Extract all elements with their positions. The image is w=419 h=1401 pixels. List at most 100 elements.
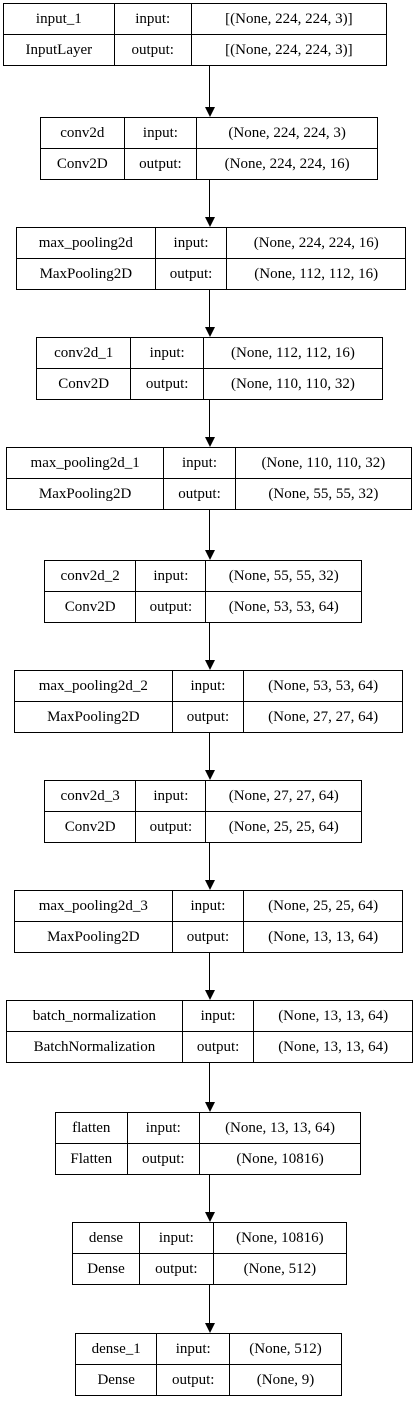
output-shape: (None, 13, 13, 64) <box>243 921 403 953</box>
arrow-head-icon <box>204 660 215 670</box>
output-shape: [(None, 224, 224, 3)] <box>190 34 388 66</box>
output-label: output: <box>163 478 236 510</box>
arrow-head-icon <box>204 990 215 1000</box>
input-label: input: <box>163 447 236 479</box>
output-label: output: <box>126 1143 201 1175</box>
connector-line <box>209 842 210 880</box>
output-label: output: <box>135 591 207 623</box>
layer-type: MaxPooling2D <box>16 258 156 290</box>
layer-type: Dense <box>72 1253 140 1285</box>
arrow-head-icon <box>204 217 215 227</box>
output-shape: (None, 13, 13, 64) <box>253 1031 413 1063</box>
connector-line <box>209 622 210 660</box>
layer-type: Conv2D <box>43 591 137 623</box>
output-label: output: <box>154 258 228 290</box>
input-label: input: <box>154 227 228 259</box>
layer-type: MaxPooling2D <box>14 701 173 733</box>
input-label: input: <box>123 117 198 149</box>
output-shape: (None, 224, 224, 16) <box>196 148 378 180</box>
layer-name: conv2d <box>40 117 125 149</box>
input-shape: (None, 13, 13, 64) <box>199 1112 361 1144</box>
input-label: input: <box>113 3 192 35</box>
output-label: output: <box>123 148 198 180</box>
input-label: input: <box>126 1112 201 1144</box>
arrow-head-icon <box>204 437 215 447</box>
input-label: input: <box>181 1000 255 1032</box>
layer-name: conv2d_3 <box>43 780 137 812</box>
connector-line <box>209 1062 210 1102</box>
layer-type: Flatten <box>55 1143 128 1175</box>
layer-type: Conv2D <box>43 811 137 843</box>
input-label: input: <box>156 1333 231 1365</box>
input-shape: (None, 224, 224, 3) <box>196 117 378 149</box>
output-shape: (None, 53, 53, 64) <box>205 591 362 623</box>
connector-line <box>209 732 210 770</box>
connector-line <box>209 179 210 217</box>
input-shape: (None, 25, 25, 64) <box>243 890 403 922</box>
connector-line <box>209 509 210 550</box>
input-shape: (None, 224, 224, 16) <box>226 227 406 259</box>
output-shape: (None, 110, 110, 32) <box>202 368 384 400</box>
output-shape: (None, 25, 25, 64) <box>205 811 362 843</box>
output-label: output: <box>181 1031 255 1063</box>
output-label: output: <box>113 34 192 66</box>
layer-name: max_pooling2d_2 <box>14 670 173 702</box>
layer-name: conv2d_1 <box>35 337 132 369</box>
input-label: input: <box>139 1222 214 1254</box>
connector-line <box>209 289 210 327</box>
layer-name: batch_normalization <box>6 1000 183 1032</box>
output-label: output: <box>135 811 207 843</box>
input-label: input: <box>130 337 204 369</box>
input-shape: (None, 53, 53, 64) <box>243 670 403 702</box>
connector-line <box>209 399 210 437</box>
arrow-head-icon <box>204 880 215 890</box>
input-label: input: <box>171 890 245 922</box>
arrow-head-icon <box>204 1212 215 1222</box>
layer-name: flatten <box>55 1112 128 1144</box>
arrow-head-icon <box>204 1323 215 1333</box>
input-shape: (None, 112, 112, 16) <box>202 337 384 369</box>
layer-type: Conv2D <box>40 148 125 180</box>
layer-type: BatchNormalization <box>6 1031 183 1063</box>
output-label: output: <box>171 921 245 953</box>
input-label: input: <box>135 780 207 812</box>
layer-name: dense_1 <box>74 1333 158 1365</box>
arrow-head-icon <box>204 770 215 780</box>
layer-name: max_pooling2d_3 <box>14 890 173 922</box>
input-shape: (None, 55, 55, 32) <box>205 560 362 592</box>
layer-type: MaxPooling2D <box>14 921 173 953</box>
input-label: input: <box>135 560 207 592</box>
input-shape: (None, 10816) <box>212 1222 348 1254</box>
output-label: output: <box>139 1253 214 1285</box>
arrow-head-icon <box>204 1102 215 1112</box>
input-label: input: <box>171 670 245 702</box>
output-shape: (None, 55, 55, 32) <box>234 478 413 510</box>
output-label: output: <box>130 368 204 400</box>
connector-line <box>209 1174 210 1212</box>
input-shape: (None, 27, 27, 64) <box>205 780 362 812</box>
layer-name: max_pooling2d <box>16 227 156 259</box>
layer-name: input_1 <box>3 3 115 35</box>
output-label: output: <box>171 701 245 733</box>
connector-line <box>209 952 210 990</box>
output-label: output: <box>156 1364 231 1396</box>
layer-type: InputLayer <box>3 34 115 66</box>
layer-type: MaxPooling2D <box>5 478 165 510</box>
arrow-head-icon <box>204 550 215 560</box>
connector-line <box>209 1284 210 1323</box>
input-shape: (None, 13, 13, 64) <box>253 1000 413 1032</box>
output-shape: (None, 112, 112, 16) <box>226 258 406 290</box>
arrow-head-icon <box>204 327 215 337</box>
layer-type: Conv2D <box>35 368 132 400</box>
